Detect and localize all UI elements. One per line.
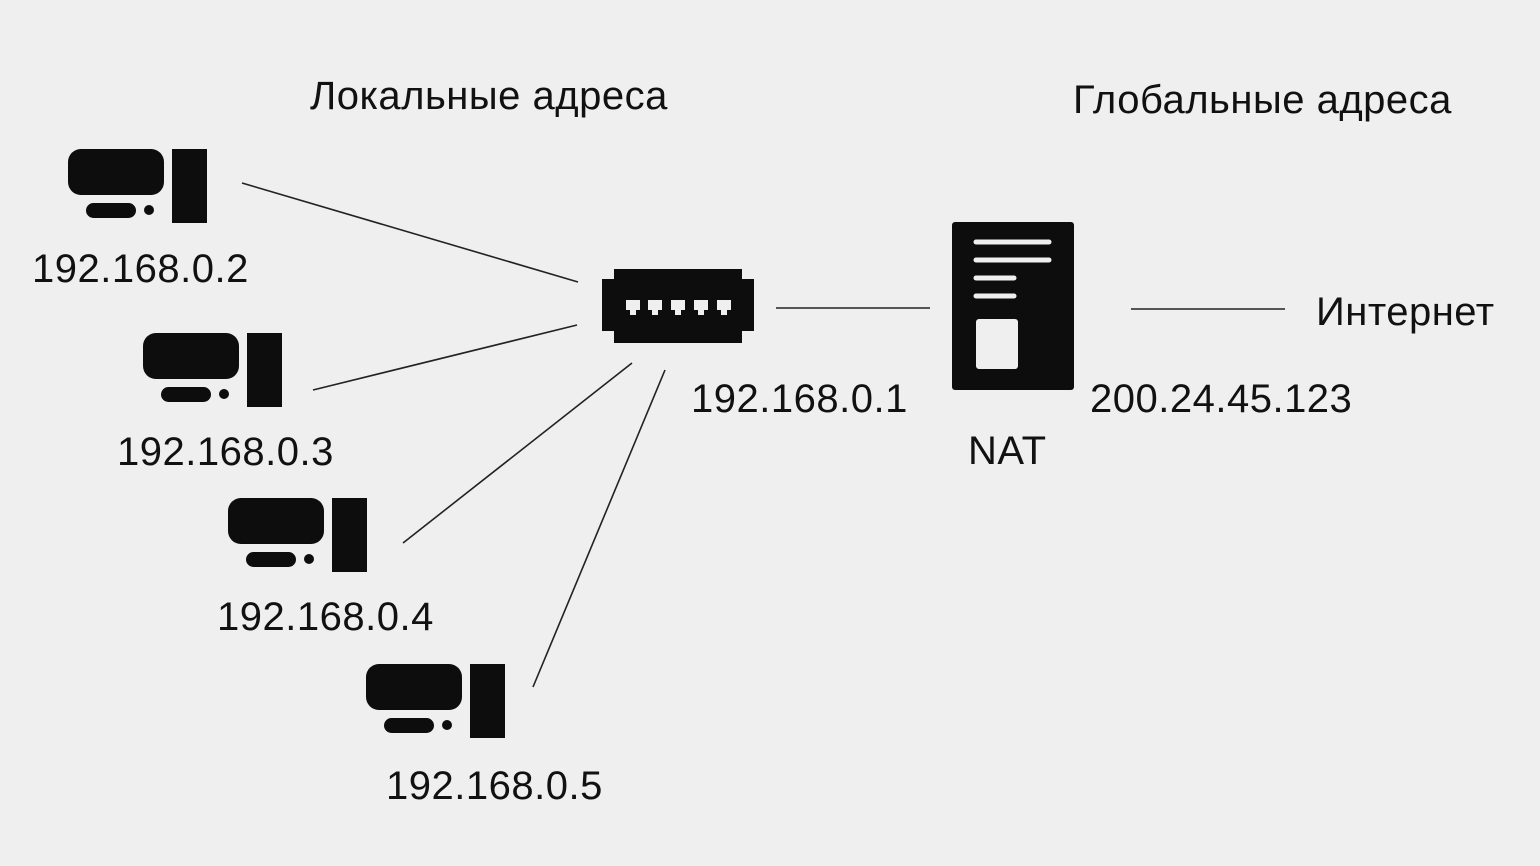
host-ip-label: 192.168.0.4 bbox=[217, 595, 434, 639]
host-ip-label: 192.168.0.5 bbox=[386, 764, 603, 808]
local-addresses-heading: Локальные адреса bbox=[310, 74, 668, 118]
internet-label: Интернет bbox=[1316, 290, 1495, 334]
nat-label: NAT bbox=[968, 429, 1047, 473]
computer-icon bbox=[228, 498, 368, 577]
link-host-1-switch bbox=[241, 182, 579, 283]
link-host-3-switch bbox=[402, 362, 633, 544]
switch-icon bbox=[602, 269, 754, 348]
computer-icon bbox=[143, 333, 283, 412]
link-host-4-switch bbox=[532, 369, 666, 688]
host-ip-label: 192.168.0.2 bbox=[32, 247, 249, 291]
global-addresses-heading: Глобальные адреса bbox=[1073, 78, 1452, 122]
server-icon bbox=[952, 222, 1074, 395]
computer-icon bbox=[68, 149, 208, 228]
host-ip-label: 192.168.0.3 bbox=[117, 430, 334, 474]
nat-ip-label: 200.24.45.123 bbox=[1090, 377, 1353, 421]
link-host-2-switch bbox=[312, 324, 578, 391]
switch-ip-label: 192.168.0.1 bbox=[691, 377, 908, 421]
computer-icon bbox=[366, 664, 506, 743]
